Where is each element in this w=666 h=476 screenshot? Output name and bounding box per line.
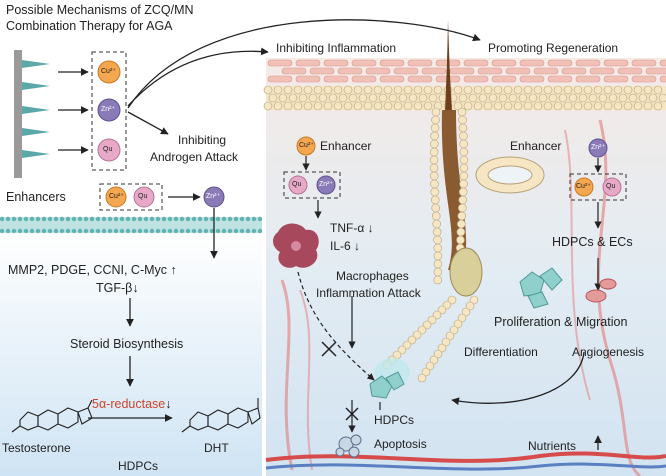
title-line-2: Combination Therapy for AGA: [6, 19, 173, 33]
apoptotic-cell: [335, 434, 362, 458]
hdpc-cells-right: [519, 267, 563, 309]
qu-label: Qu: [103, 146, 113, 153]
enhancer-right-label: Enhancer: [510, 139, 562, 153]
microneedle-base: [14, 50, 22, 178]
cu-label: Cu²⁺: [101, 68, 116, 75]
hdpcs-mid-label: HDPCs: [374, 413, 415, 427]
nutrients-label: Nutrients: [528, 439, 577, 453]
macrophages-label-2: Inflammation Attack: [316, 286, 421, 300]
zn-label: Zn²⁺: [101, 106, 116, 113]
cu-left: [296, 136, 316, 156]
enh-qu: Qu: [138, 193, 148, 200]
prolif-label: Proliferation & Migration: [494, 315, 628, 329]
zn-right: [588, 138, 608, 158]
inhibit-x-1: [321, 341, 337, 357]
inhibiting-androgen-2: Androgen Attack: [150, 150, 239, 164]
dht-structure: [181, 398, 261, 433]
il6-label: IL-6 ↓: [330, 239, 361, 253]
cu-left-label: Cu²⁺: [299, 142, 314, 149]
differentiation-label: Differentiation: [464, 345, 538, 359]
inhibiting-inflammation-label: Inhibiting Inflammation: [276, 41, 397, 55]
zn-right-label: Zn²⁺: [591, 144, 606, 151]
ec-cells: [585, 278, 617, 303]
tnf-label: TNF-α ↓: [330, 221, 374, 235]
hdpc-cluster: [369, 371, 405, 399]
steroid-label: Steroid Biosynthesis: [70, 337, 184, 351]
dht-label: DHT: [204, 441, 229, 455]
enhancer-left-label: Enhancer: [320, 139, 372, 153]
promoting-regeneration-label: Promoting Regeneration: [488, 41, 619, 55]
macrophages-label-1: Macrophages: [336, 269, 409, 283]
testosterone-label: Testosterone: [2, 441, 71, 455]
zn-enhanced: [203, 186, 225, 208]
zn-left-label: Zn²⁺: [319, 181, 334, 188]
enh-cu: Cu²⁺: [109, 193, 124, 200]
cell-membrane: [0, 216, 263, 234]
gene-list: MMP2, PDGE, CCNI, C-Myc ↑: [8, 263, 177, 277]
apoptosis-label: Apoptosis: [374, 437, 427, 451]
title-line-1: Possible Mechanisms of ZCQ/MN: [6, 3, 194, 17]
reductase-label: 5α-reductase↓: [92, 397, 172, 411]
microneedles: [22, 60, 50, 158]
hdpcs-ecs-label: HDPCs & ECs: [552, 235, 633, 249]
testosterone-structure: [11, 399, 93, 433]
cu-particle: [97, 60, 121, 84]
arrow-to-regeneration: [127, 19, 481, 109]
cell-interior: [0, 232, 262, 476]
qu-particle: [97, 138, 121, 162]
enh-zn: Zn²⁺: [206, 193, 221, 200]
angiogenesis-label: Angiogenesis: [572, 345, 645, 359]
enhancers-label: Enhancers: [6, 190, 66, 204]
zn-particle: [97, 98, 121, 122]
arrow-to-inflammation: [127, 47, 269, 107]
qu-right-label: Qu: [606, 183, 616, 190]
macrophage: [273, 223, 319, 268]
qu-left-label: Qu: [292, 181, 302, 188]
cu-right-label: Cu²⁺: [576, 183, 591, 190]
arrow-to-androgen: [127, 111, 169, 135]
tgf-label: TGF-β↓: [96, 281, 139, 295]
particle-box: [91, 51, 127, 171]
inhibiting-androgen-1: Inhibiting: [178, 133, 227, 147]
enhancer-box: [99, 183, 163, 211]
hdpcs-bottom-label: HDPCs: [118, 459, 159, 473]
